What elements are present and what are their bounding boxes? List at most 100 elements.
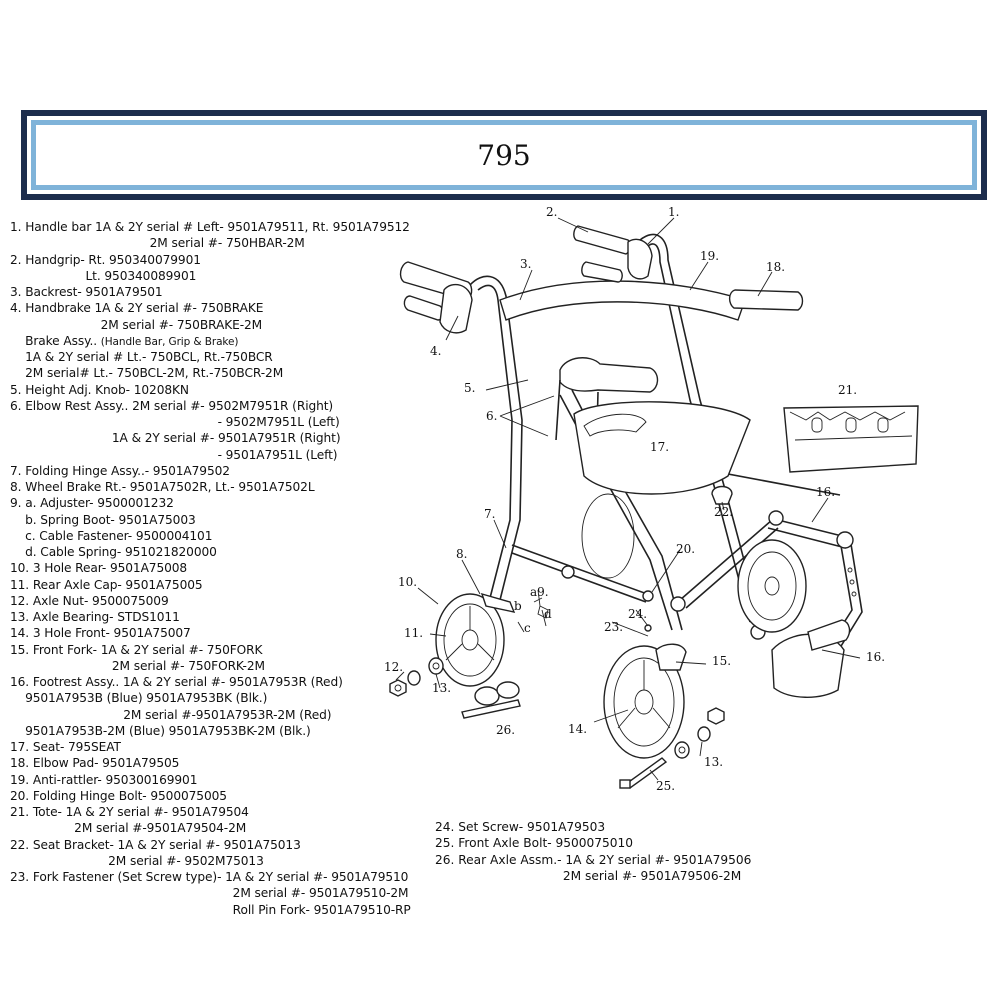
part-entry-line-text: - 9501A7951L (Left)	[10, 447, 338, 462]
part-entry-line-text: 2M serial #-9501A79504-2M	[10, 821, 247, 836]
part-entry-line-text: 8. Wheel Brake Rt.- 9501A7502R, Lt.- 950…	[10, 480, 315, 494]
part-entry-line: - 9501A7951L (Left)	[10, 447, 410, 463]
part-entry-line: 12. Axle Nut- 9500075009	[10, 593, 410, 609]
part-entry-line: 9501A7953B-2M (Blue) 9501A7953BK-2M (Blk…	[10, 723, 410, 739]
part-entry-line: 26. Rear Axle Assm.- 1A & 2Y serial #- 9…	[435, 852, 795, 868]
title-banner: 795	[21, 110, 987, 200]
callout-13b: 13.	[704, 755, 723, 769]
part-entry-line-text: 9. a. Adjuster- 9500001232	[10, 496, 174, 511]
part-entry-line-text: 1A & 2Y serial # Lt.- 750BCL, Rt.-750BCR	[10, 350, 273, 364]
part-entry-line-text: - 9502M7951L (Left)	[10, 415, 340, 429]
part-entry-line-text: 9501A7953B (Blue) 9501A7953BK (Blk.)	[10, 691, 268, 706]
part-entry-line-text: 2M serial #- 750FORK-2M	[10, 658, 265, 673]
callout-23: 23.	[604, 620, 623, 634]
part-entry-line: 20. Folding Hinge Bolt- 9500075005	[10, 788, 410, 804]
part-entry-line-text: 25. Front Axle Bolt- 9500075010	[435, 836, 634, 851]
model-number-title: 795	[477, 138, 531, 172]
part-entry-line-text: 1. Handle bar 1A & 2Y serial # Left- 950…	[10, 220, 410, 234]
callout-21: 21.	[838, 383, 857, 397]
part-entry-line: 23. Fork Fastener (Set Screw type)- 1A &…	[10, 869, 410, 885]
callout-11: 11.	[404, 626, 423, 640]
elbow-rest-drawing	[559, 357, 659, 393]
part-entry-line-text: 20. Folding Hinge Bolt- 9500075005	[10, 788, 227, 803]
part-entry-line-text: 21. Tote- 1A & 2Y serial #- 9501A79504	[10, 805, 249, 819]
callout-15: 15.	[712, 654, 731, 668]
callout-6: 6.	[486, 409, 497, 423]
callout-16a: 16.	[816, 485, 835, 499]
part-entry-line-text: 6. Elbow Rest Assy.. 2M serial #- 9502M7…	[10, 398, 334, 413]
part-entry-line-text: 3. Backrest- 9501A79501	[10, 285, 163, 299]
part-entry-line: 17. Seat- 795SEAT	[10, 739, 410, 755]
part-entry-line: 2M serial #- 750BRAKE-2M	[10, 317, 410, 333]
part-entry-line-text: 2. Handgrip- Rt. 950340079901	[10, 252, 201, 267]
part-entry-line: 24. Set Screw- 9501A79503	[435, 819, 795, 835]
part-entry-line: d. Cable Spring- 951021820000	[10, 544, 410, 560]
callout-9a: a9.	[530, 585, 549, 599]
part-entry-line: 16. Footrest Assy.. 1A & 2Y serial #- 95…	[10, 674, 410, 690]
callout-5: 5.	[464, 381, 475, 395]
part-entry-line: 25. Front Axle Bolt- 9500075010	[435, 835, 795, 851]
part-entry-line-text: 2M serial #- 750BRAKE-2M	[10, 317, 263, 332]
exploded-parts-diagram: 1. 2. 3. 4. 5. 6. 7. 8. a9. b c d 10. 11…	[384, 205, 919, 793]
part-entry-line-note: (Handle Bar, Grip & Brake)	[100, 335, 239, 348]
part-entry-line-text: 14. 3 Hole Front- 9501A75007	[10, 626, 191, 641]
callout-18: 18.	[766, 260, 785, 274]
part-entry-line-text: c. Cable Fastener- 9500004101	[10, 528, 213, 543]
callout-22: 22.	[714, 505, 733, 519]
handbrake-right-drawing	[627, 238, 653, 280]
part-entry-line-text: 13. Axle Bearing- STDS1011	[10, 610, 180, 624]
callout-14: 14.	[568, 722, 587, 736]
part-entry-line-text: d. Cable Spring- 951021820000	[10, 545, 217, 559]
part-entry-line-text: 2M serial #- 9502M75013	[10, 853, 264, 868]
part-entry-line-text: 24. Set Screw- 9501A79503	[435, 820, 606, 834]
part-entry-line: 2. Handgrip- Rt. 950340079901	[10, 252, 410, 268]
part-entry-line: 6. Elbow Rest Assy.. 2M serial #- 9502M7…	[10, 398, 410, 414]
callout-4: 4.	[430, 344, 441, 358]
part-entry-line: 18. Elbow Pad- 9501A79505	[10, 755, 410, 771]
part-entry-line: 21. Tote- 1A & 2Y serial #- 9501A79504	[10, 804, 410, 820]
part-entry-line-text: 2M serial# Lt.- 750BCL-2M, Rt.-750BCR-2M	[10, 366, 284, 381]
part-entry-line: 1A & 2Y serial # Lt.- 750BCL, Rt.-750BCR	[10, 349, 410, 365]
callout-24: 24.	[628, 607, 647, 621]
seat-bracket-drawing	[711, 485, 733, 505]
part-entry-line: 10. 3 Hole Rear- 9501A75008	[10, 560, 410, 576]
part-entry-line: 3. Backrest- 9501A79501	[10, 284, 410, 300]
part-entry-line: 2M serial #- 9502M75013	[10, 853, 410, 869]
callout-25: 25.	[656, 779, 675, 793]
callout-19: 19.	[700, 249, 719, 263]
part-entry-line-text: 11. Rear Axle Cap- 9501A75005	[10, 577, 203, 592]
part-entry-line: Roll Pin Fork- 9501A79510-RP	[10, 902, 411, 918]
part-entry-line-text: 18. Elbow Pad- 9501A79505	[10, 756, 180, 771]
part-entry-line-text: 4. Handbrake 1A & 2Y serial #- 750BRAKE	[10, 301, 264, 316]
part-entry-line: 13. Axle Bearing- STDS1011	[10, 609, 410, 625]
part-entry-line: 4. Handbrake 1A & 2Y serial #- 750BRAKE	[10, 300, 410, 316]
hidden-wheel-drawing	[581, 493, 635, 579]
part-entry-line-text: 19. Anti-rattler- 950300169901	[10, 772, 198, 787]
callout-12: 12.	[384, 660, 403, 674]
part-entry-line-text: 26. Rear Axle Assm.- 1A & 2Y serial #- 9…	[435, 852, 752, 867]
part-entry-line: 22. Seat Bracket- 1A & 2Y serial #- 9501…	[10, 837, 410, 853]
part-entry-line: c. Cable Fastener- 9500004101	[10, 528, 410, 544]
handbrake-left-drawing	[439, 283, 473, 334]
part-entry-line-text: Roll Pin Fork- 9501A79510-RP	[10, 902, 411, 917]
part-entry-line-text: 10. 3 Hole Rear- 9501A75008	[10, 561, 188, 576]
callout-16b: 16.	[866, 650, 885, 664]
callout-2: 2.	[546, 205, 557, 219]
part-entry-line: 9. a. Adjuster- 9500001232	[10, 495, 410, 511]
callout-8: 8.	[456, 547, 467, 561]
front-wheel-drawing	[603, 643, 687, 759]
callout-20: 20.	[676, 542, 695, 556]
callout-9c: c	[524, 621, 531, 635]
part-entry-line: Brake Assy.. (Handle Bar, Grip & Brake)	[10, 333, 410, 349]
part-entry-line: 15. Front Fork- 1A & 2Y serial #- 750FOR…	[10, 642, 410, 658]
part-entry-line: 2M serial #- 9501A79506-2M	[435, 868, 795, 884]
part-entry-line-text: 2M serial #- 750HBAR-2M	[10, 236, 305, 251]
leader-lines	[395, 217, 861, 781]
right-rear-wheel-drawing	[737, 539, 807, 633]
part-entry-line: 5. Height Adj. Knob- 10208KN	[10, 382, 410, 398]
part-entry-line: 2M serial #- 750HBAR-2M	[10, 235, 410, 251]
seat-drawing	[573, 401, 751, 495]
part-entry-line-text: 12. Axle Nut- 9500075009	[10, 593, 169, 608]
part-entry-line-text: 23. Fork Fastener (Set Screw type)- 1A &…	[10, 870, 409, 884]
part-entry-line: 2M serial #-9501A7953R-2M (Red)	[10, 707, 410, 723]
